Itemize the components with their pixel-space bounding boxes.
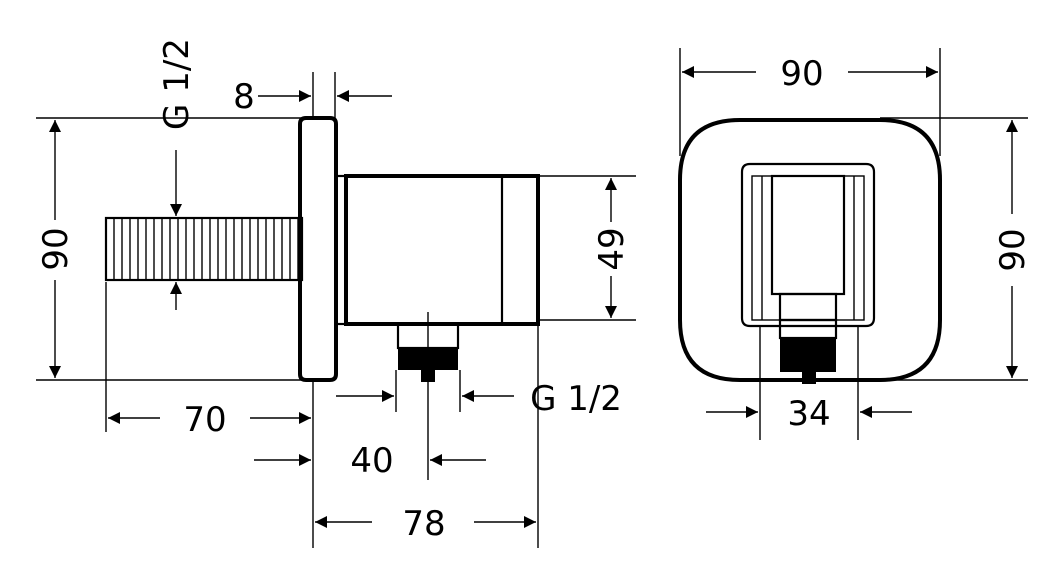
front-view: 90 90 34 [678,48,1033,440]
outlet-width-label: 34 [787,394,830,434]
dim-thread-length: 70 [105,282,314,548]
dim-front-width: 90 [679,48,941,156]
wall-flange [298,116,338,382]
threaded-pipe [104,216,304,282]
dim-outlet-thread: G 1/2 [336,370,622,419]
dim-body-height: 49 [540,175,636,321]
total-depth-label: 78 [402,504,445,544]
dim-side-height: 90 [36,117,306,381]
front-width-label: 90 [780,54,823,94]
flange-thickness-label: 8 [233,77,255,117]
dim-total-depth: 78 [315,326,539,548]
dim-outlet-width: 34 [706,326,912,440]
body-height-label: 49 [592,227,632,270]
side-height-label: 90 [36,227,76,270]
dim-flange-thickness: 8 [233,72,392,118]
front-height-label: 90 [993,228,1033,271]
outlet-thread-label: G 1/2 [530,379,622,419]
dim-outlet-offset: 40 [254,441,486,481]
thread-length-label: 70 [183,400,226,440]
outlet-offset-label: 40 [350,441,393,481]
thread-top-label: G 1/2 [157,38,197,130]
outlet-body [344,174,540,326]
dim-front-height: 90 [880,117,1033,381]
side-view: 90 G 1/2 8 49 [36,38,636,548]
hose-holder [740,162,876,384]
dim-thread-top: G 1/2 [157,38,197,310]
